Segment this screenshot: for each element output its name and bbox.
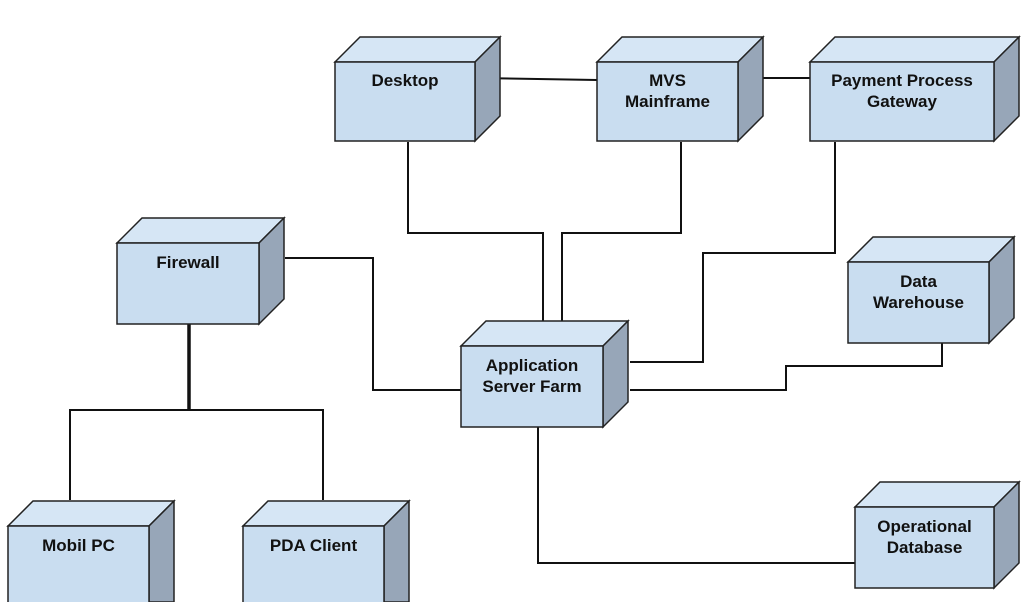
connector-desktop-appserver: [407, 142, 544, 322]
node-payment-gateway[interactable]: [808, 35, 1021, 143]
label-pda-client: PDA Client: [243, 535, 384, 556]
label-mvs-mainframe: MVS Mainframe: [597, 70, 738, 112]
label-payment-gateway: Payment Process Gateway: [810, 70, 994, 112]
label-warehouse-line-1: Data: [900, 272, 937, 291]
connectors: [69, 77, 943, 564]
label-operational-database: Operational Database: [855, 516, 994, 558]
label-pda-line-1: PDA Client: [269, 536, 358, 555]
label-opdb-line-1: Operational: [877, 517, 972, 536]
connector-warehouse-appserver: [630, 343, 943, 391]
connector-payment-appserver: [630, 142, 836, 363]
label-payment-line-1: Payment Process: [831, 71, 973, 90]
node-desktop[interactable]: [333, 35, 502, 143]
connector-mvs-appserver: [561, 142, 682, 322]
node-app-server-farm[interactable]: [459, 319, 630, 429]
label-appserver-line-1: Application: [485, 356, 579, 375]
label-desktop-line-1: Desktop: [371, 71, 439, 90]
label-appserver-line-2: Server Farm: [482, 377, 582, 396]
label-mobilpc-line-1: Mobil PC: [42, 536, 115, 555]
label-app-server-farm: Application Server Farm: [461, 355, 603, 397]
node-firewall[interactable]: [115, 216, 286, 326]
connector-firewall-pda: [189, 409, 324, 500]
node-pda-client[interactable]: [241, 499, 411, 602]
label-desktop: Desktop: [335, 70, 475, 91]
node-mobil-pc[interactable]: [6, 499, 176, 602]
label-opdb-line-2: Database: [886, 538, 963, 557]
connector-appserver-opdb: [537, 426, 855, 564]
label-firewall: Firewall: [117, 252, 259, 273]
label-data-warehouse: Data Warehouse: [848, 271, 989, 313]
label-mobil-pc: Mobil PC: [8, 535, 149, 556]
node-mvs-mainframe[interactable]: [595, 35, 765, 143]
label-mvs-line-2: Mainframe: [624, 92, 711, 111]
node-data-warehouse[interactable]: [846, 235, 1016, 345]
node-operational-database[interactable]: [853, 480, 1021, 590]
label-firewall-line-1: Firewall: [156, 253, 220, 272]
label-mvs-line-1: MVS: [649, 71, 686, 90]
connector-firewall-mobilpc: [69, 409, 189, 500]
label-warehouse-line-2: Warehouse: [872, 293, 964, 312]
label-payment-line-2: Gateway: [867, 92, 937, 111]
connector-firewall-appserver: [285, 257, 461, 391]
